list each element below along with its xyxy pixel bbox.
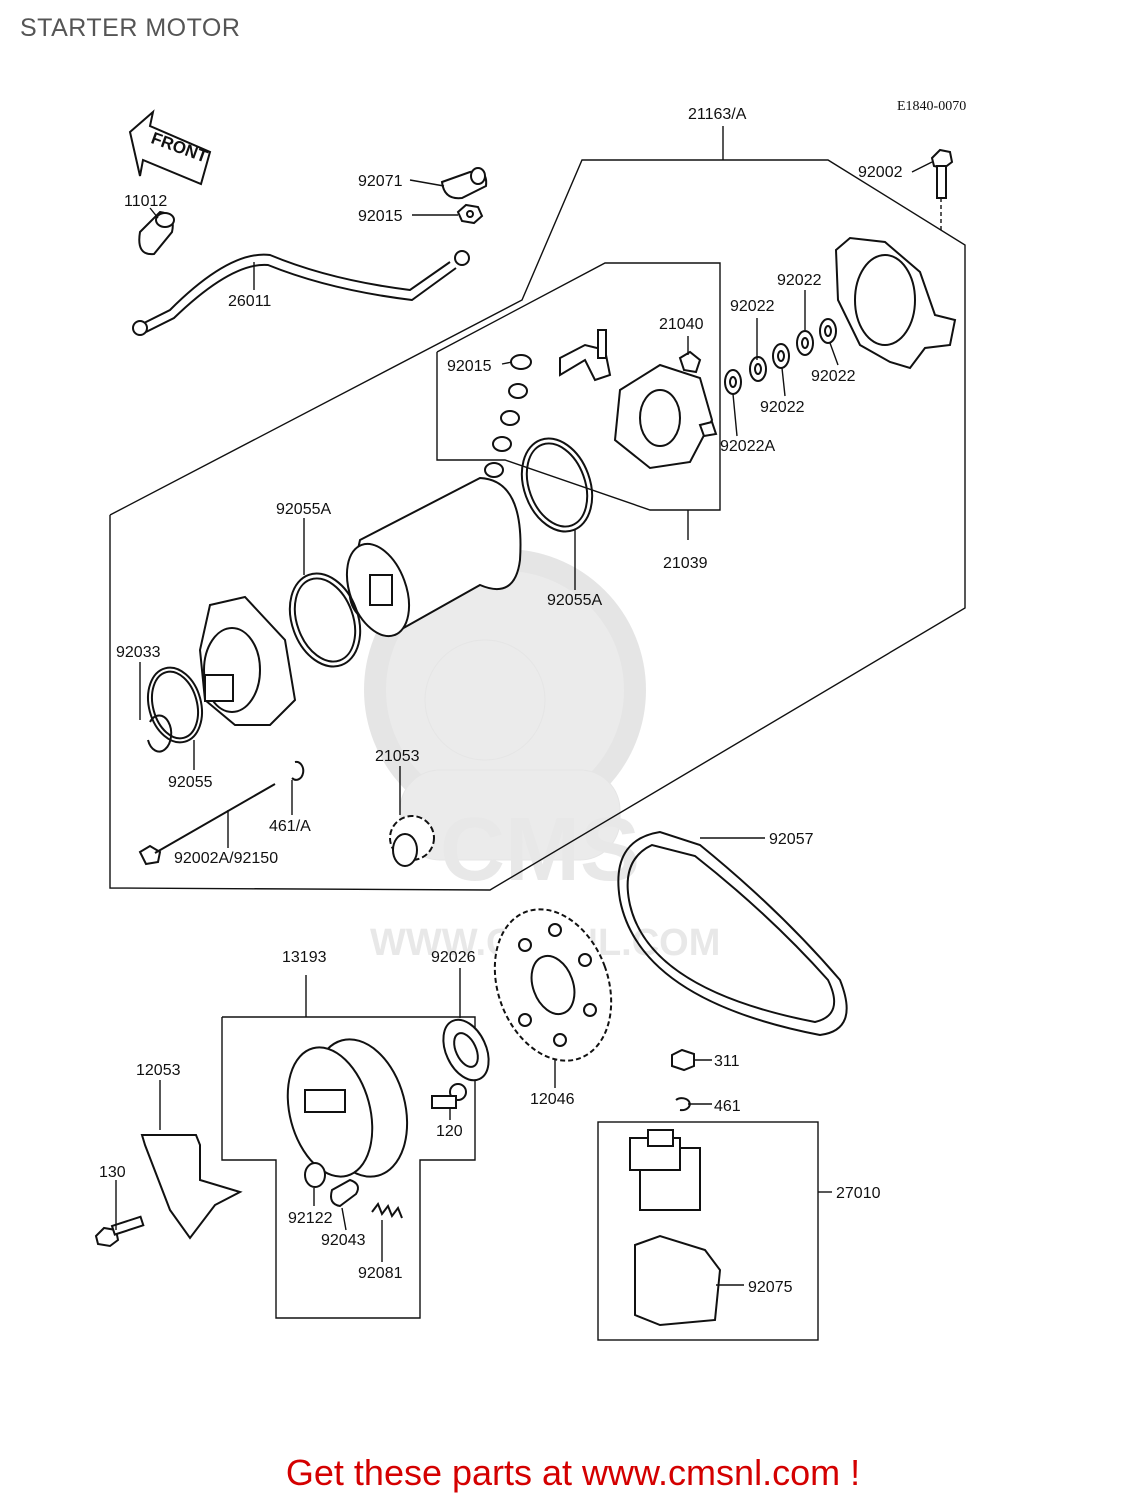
part-92057-chain[interactable] xyxy=(617,830,848,1037)
label-92055: 92055 xyxy=(168,774,213,791)
label-92026: 92026 xyxy=(431,949,476,966)
part-92033-circlip[interactable] xyxy=(147,714,173,753)
part-front-cover[interactable] xyxy=(198,595,297,726)
label-21053: 21053 xyxy=(375,748,420,765)
assembly-outline-27010 xyxy=(597,1121,832,1341)
part-11012-cap[interactable] xyxy=(138,210,175,256)
part-92122-roller[interactable] xyxy=(304,1162,326,1188)
part-92022-washers[interactable] xyxy=(724,318,837,395)
part-rear-cover[interactable] xyxy=(834,236,957,370)
part-26011-cable[interactable] xyxy=(132,250,470,336)
label-13193: 13193 xyxy=(282,949,327,966)
promo-link[interactable]: Get these parts at www.cmsnl.com ! xyxy=(285,1452,861,1493)
part-92055-oring[interactable] xyxy=(140,662,210,749)
label-12046: 12046 xyxy=(530,1091,575,1108)
part-92071-boot[interactable] xyxy=(440,167,488,200)
label-92033: 92033 xyxy=(116,644,161,661)
part-brush-plate[interactable] xyxy=(559,329,718,470)
part-461-washer[interactable] xyxy=(675,1097,691,1112)
part-clutch-drum[interactable] xyxy=(274,1029,421,1188)
label-27010: 27010 xyxy=(836,1185,881,1202)
label-92075: 92075 xyxy=(748,1279,793,1296)
part-92055A-oring-right[interactable] xyxy=(510,429,605,542)
part-92015-nut-top[interactable] xyxy=(456,203,484,225)
part-92075-cover[interactable] xyxy=(634,1234,722,1327)
label-92022A: 92022A xyxy=(720,438,775,455)
label-92081: 92081 xyxy=(358,1265,403,1282)
label-92055A-right: 92055A xyxy=(547,592,602,609)
label-21039: 21039 xyxy=(663,555,708,572)
label-92071: 92071 xyxy=(358,173,403,190)
label-92022-3: 92022 xyxy=(811,368,856,385)
part-92055A-oring-left[interactable] xyxy=(278,564,373,677)
watermark: CMS WWW.CMSNL.COM xyxy=(364,549,720,964)
part-92002A-bolt[interactable] xyxy=(138,783,276,866)
part-311-nut[interactable] xyxy=(671,1048,695,1072)
part-461A-washer[interactable] xyxy=(291,760,305,781)
label-92022-1: 92022 xyxy=(777,272,822,289)
label-21163A: 21163/A xyxy=(688,106,747,123)
part-12053-plate[interactable] xyxy=(140,1134,243,1240)
label-461: 461 xyxy=(714,1098,741,1115)
drawing-code: E1840-0070 xyxy=(897,99,966,114)
label-92043: 92043 xyxy=(321,1232,366,1249)
label-92122: 92122 xyxy=(288,1210,333,1227)
part-yoke[interactable] xyxy=(335,476,522,645)
label-130: 130 xyxy=(99,1164,126,1181)
part-labels: 11012 92071 92015 26011 21163/A 92002 92… xyxy=(99,106,903,1296)
assembly-outline-21163 xyxy=(109,126,966,891)
part-92026-washer[interactable] xyxy=(434,1013,497,1088)
label-12053: 12053 xyxy=(136,1062,181,1079)
part-120-bolt[interactable] xyxy=(431,1083,467,1109)
label-92015-top: 92015 xyxy=(358,208,403,225)
label-26011: 26011 xyxy=(228,293,271,310)
front-arrow-icon: FRONT xyxy=(128,109,212,186)
label-21040: 21040 xyxy=(659,316,704,333)
label-461A: 461/A xyxy=(269,818,311,835)
label-92022-4: 92022 xyxy=(760,399,805,416)
label-92057: 92057 xyxy=(769,831,814,848)
label-92015-lower: 92015 xyxy=(447,358,492,375)
watermark-logo: CMS xyxy=(440,800,640,900)
label-92002: 92002 xyxy=(858,164,903,181)
part-21053-gear[interactable] xyxy=(389,815,435,867)
label-92055A-left: 92055A xyxy=(276,501,331,518)
label-92002A-92150: 92002A/92150 xyxy=(174,850,278,867)
label-120: 120 xyxy=(436,1123,463,1140)
label-92022-2: 92022 xyxy=(730,298,775,315)
part-130-bolt[interactable] xyxy=(94,1215,145,1248)
page-title: STARTER MOTOR xyxy=(20,14,241,42)
part-92002-bolt[interactable] xyxy=(930,148,954,232)
leader-lines xyxy=(115,161,933,1286)
part-92081-spring[interactable] xyxy=(371,1201,403,1219)
label-11012: 11012 xyxy=(124,193,167,210)
part-12046-sprocket[interactable] xyxy=(475,893,632,1077)
label-311: 311 xyxy=(714,1053,740,1070)
assembly-outline-21039 xyxy=(436,262,721,540)
part-92043-plunger[interactable] xyxy=(330,1178,359,1208)
part-27010-relay[interactable] xyxy=(629,1129,701,1211)
